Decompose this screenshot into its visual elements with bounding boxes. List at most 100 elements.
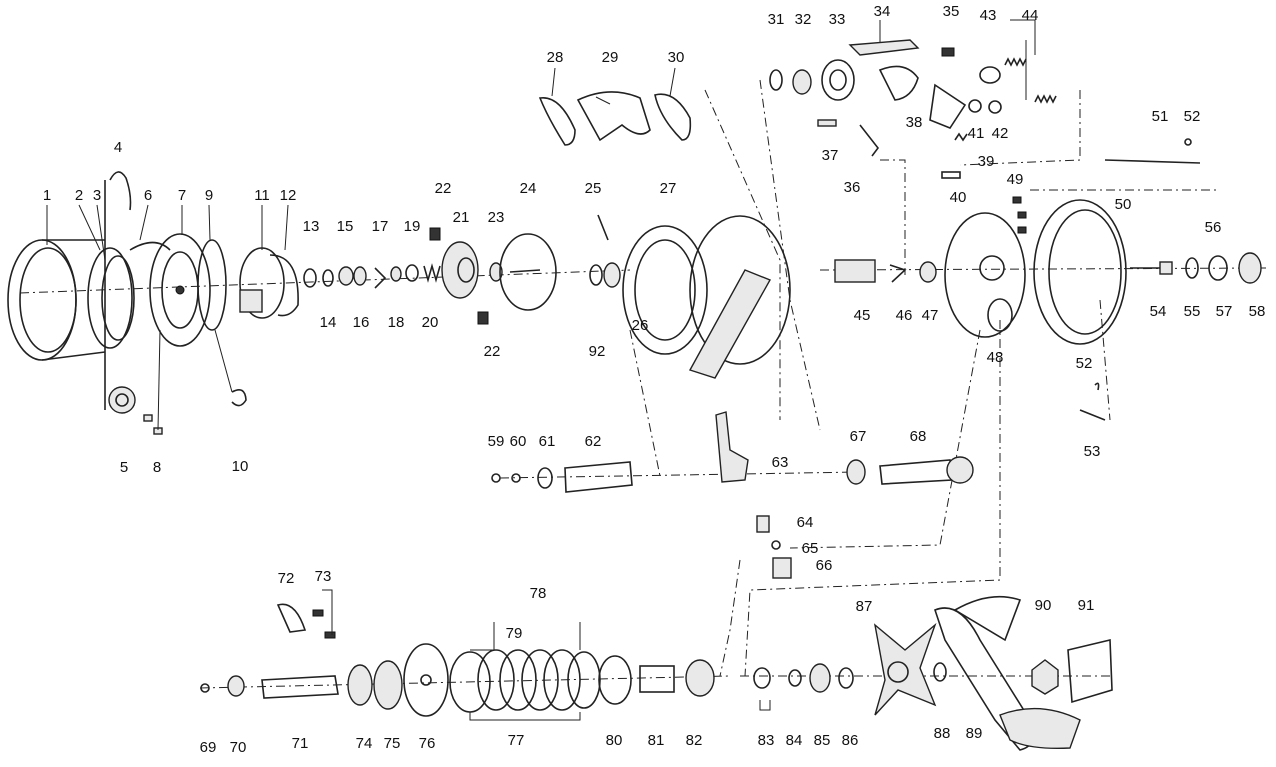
part-53-pin — [1079, 382, 1106, 421]
parts-39-44-springs — [941, 57, 1057, 179]
part-label-21: 21 — [453, 209, 470, 226]
parts-45-47-pinion — [834, 259, 937, 283]
part-48-side-plate — [944, 212, 1026, 338]
part-label-75: 75 — [384, 735, 401, 752]
parts-72-73-clip-screws — [276, 603, 336, 639]
part-label-3: 3 — [93, 187, 101, 204]
part-label-28: 28 — [547, 49, 564, 66]
part-91-retainer — [1067, 638, 1113, 704]
parts-54-58-knob-assembly — [1130, 252, 1262, 284]
part-5-gear — [108, 386, 136, 414]
parts-77-79-drag-washers — [449, 649, 601, 713]
part-label-56: 56 — [1205, 219, 1222, 236]
part-label-54: 54 — [1150, 303, 1167, 320]
part-label-46: 46 — [896, 307, 913, 324]
part-label-63: 63 — [772, 454, 789, 471]
part-2-frame-ring — [87, 247, 135, 349]
part-label-91: 91 — [1078, 597, 1095, 614]
part-label-76: 76 — [419, 735, 436, 752]
part-label-85: 85 — [814, 732, 831, 749]
part-label-18: 18 — [388, 314, 405, 331]
part-label-4: 4 — [114, 139, 122, 156]
part-label-52-top: 52 — [1184, 108, 1201, 125]
part-8-screws — [143, 329, 163, 435]
part-label-25: 25 — [585, 180, 602, 197]
part-label-38: 38 — [906, 114, 923, 131]
part-label-89: 89 — [966, 725, 983, 742]
part-label-82: 82 — [686, 732, 703, 749]
parts-13-20-washers — [303, 263, 441, 289]
part-label-74: 74 — [356, 735, 373, 752]
part-label-90: 90 — [1035, 597, 1052, 614]
part-34-lever — [848, 39, 920, 56]
part-1-front-ring — [7, 239, 106, 361]
part-51-rod — [1104, 138, 1201, 164]
part-label-35: 35 — [943, 3, 960, 20]
part-label-14: 14 — [320, 314, 337, 331]
part-label-17: 17 — [372, 218, 389, 235]
part-label-16: 16 — [353, 314, 370, 331]
part-89-handle — [934, 595, 1081, 751]
part-label-31: 31 — [768, 11, 785, 28]
part-label-81: 81 — [648, 732, 665, 749]
part-label-58: 58 — [1249, 303, 1266, 320]
part-label-86: 86 — [842, 732, 859, 749]
parts-36-38-levers — [817, 65, 967, 157]
part-label-19: 19 — [404, 218, 421, 235]
parts-28-30-top-covers — [538, 91, 692, 146]
part-90-nut — [1031, 659, 1059, 695]
part-label-50: 50 — [1115, 196, 1132, 213]
part-number-labels: 1 2 3 4 5 6 7 8 9 10 11 12 13 14 15 16 1… — [43, 3, 1266, 756]
part-label-80: 80 — [606, 732, 623, 749]
part-label-5: 5 — [120, 459, 128, 476]
part-label-15: 15 — [337, 218, 354, 235]
part-label-6: 6 — [144, 187, 152, 204]
part-26-bearing — [589, 262, 621, 288]
parts-59-62-worm-shaft — [491, 461, 633, 493]
part-label-39: 39 — [978, 153, 995, 170]
leader-lines — [46, 19, 1036, 721]
part-label-70: 70 — [230, 739, 247, 756]
part-50-side-cover — [1033, 199, 1127, 345]
part-49-screws — [1012, 196, 1027, 234]
part-label-34: 34 — [874, 3, 891, 20]
part-label-7: 7 — [178, 187, 186, 204]
part-label-57: 57 — [1216, 303, 1233, 320]
parts-63-66-guide — [715, 411, 792, 579]
part-label-30: 30 — [668, 49, 685, 66]
part-label-13: 13 — [303, 218, 320, 235]
part-label-92: 92 — [589, 343, 606, 360]
part-label-11: 11 — [254, 187, 270, 204]
part-25-pin — [597, 214, 609, 241]
part-label-71: 71 — [292, 735, 309, 752]
part-label-77: 77 — [508, 732, 525, 749]
part-label-68: 68 — [910, 428, 927, 445]
part-4-spring — [104, 171, 132, 410]
part-label-49: 49 — [1007, 171, 1024, 188]
part-label-67: 67 — [850, 428, 867, 445]
part-label-22-top: 22 — [435, 180, 452, 197]
part-label-59: 59 — [488, 433, 505, 450]
part-label-87: 87 — [856, 598, 873, 615]
parts-67-68-worm-gear — [846, 456, 974, 485]
parts-80-82-sleeve-bearing — [598, 655, 715, 705]
part-label-33: 33 — [829, 11, 846, 28]
part-88-washer — [933, 662, 947, 682]
part-label-51: 51 — [1152, 108, 1169, 125]
parts-83-86-washers — [753, 663, 854, 693]
part-label-60: 60 — [510, 433, 527, 450]
part-35-screw — [941, 47, 955, 57]
part-label-2: 2 — [75, 187, 83, 204]
part-label-44: 44 — [1022, 7, 1039, 24]
part-label-62: 62 — [585, 433, 602, 450]
part-label-40: 40 — [950, 189, 967, 206]
part-label-26: 26 — [632, 317, 649, 334]
part-label-48: 48 — [987, 349, 1004, 366]
part-label-22-bottom: 22 — [484, 343, 501, 360]
parts-74-76-gears — [347, 643, 449, 717]
part-23-washer — [489, 262, 503, 282]
part-label-55: 55 — [1184, 303, 1201, 320]
part-label-8: 8 — [153, 459, 161, 476]
parts-31-33-bearings — [769, 59, 855, 101]
